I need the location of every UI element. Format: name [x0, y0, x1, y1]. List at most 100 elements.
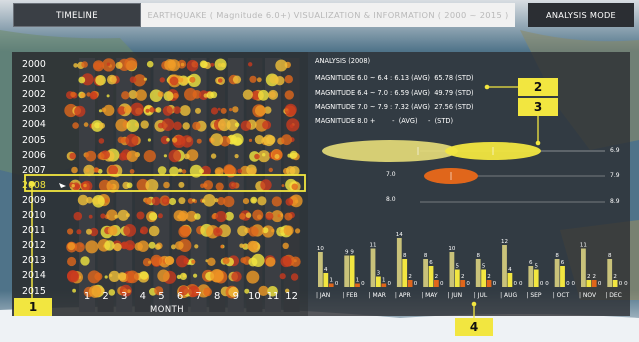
earthquake-bubble[interactable] — [161, 118, 175, 131]
earthquake-bubble[interactable] — [246, 270, 260, 284]
earthquake-bubble[interactable] — [99, 122, 105, 129]
year-label-2002[interactable]: 2002 — [22, 89, 46, 101]
earthquake-bubble[interactable] — [239, 243, 244, 248]
earthquake-bubble[interactable] — [77, 194, 89, 206]
bar-oct-0[interactable] — [554, 259, 560, 287]
earthquake-bubble[interactable] — [106, 94, 110, 98]
month-label-6[interactable]: 6 — [176, 291, 184, 302]
bar-apr-1[interactable] — [402, 259, 408, 287]
bar-nov-0[interactable] — [581, 248, 586, 288]
earthquake-bubble[interactable] — [290, 273, 299, 281]
bar-feb-2[interactable] — [355, 283, 360, 288]
earthquake-bubble[interactable] — [277, 214, 281, 218]
bar-jan-2[interactable] — [328, 283, 334, 288]
earthquake-bubble[interactable] — [80, 256, 90, 266]
earthquake-bubble[interactable] — [237, 225, 248, 237]
earthquake-bubble[interactable] — [229, 108, 233, 112]
earthquake-bubble[interactable] — [173, 121, 182, 131]
earthquake-bubble[interactable] — [129, 169, 135, 174]
earthquake-bubble[interactable] — [155, 107, 162, 113]
month-label-9[interactable]: 9 — [232, 291, 239, 302]
earthquake-bubble[interactable] — [268, 167, 273, 173]
earthquake-bubble[interactable] — [89, 91, 98, 100]
earthquake-bubble[interactable] — [192, 198, 196, 202]
bar-sep-1[interactable] — [533, 269, 539, 288]
earthquake-bubble[interactable] — [210, 269, 224, 283]
earthquake-bubble[interactable] — [215, 211, 227, 223]
earthquake-bubble[interactable] — [200, 183, 205, 189]
year-label-2013[interactable]: 2013 — [22, 255, 46, 267]
earthquake-bubble[interactable] — [203, 180, 214, 190]
earthquake-bubble[interactable] — [125, 133, 139, 147]
earthquake-bubble[interactable] — [128, 90, 138, 99]
earthquake-bubble[interactable] — [192, 121, 201, 131]
earthquake-bubble[interactable] — [188, 285, 200, 298]
earthquake-bubble[interactable] — [282, 242, 289, 249]
earthquake-bubble[interactable] — [73, 211, 83, 221]
earthquake-bubble[interactable] — [186, 210, 197, 222]
earthquake-bubble[interactable] — [106, 209, 118, 221]
earthquake-bubble[interactable] — [125, 270, 139, 284]
earthquake-bubble[interactable] — [104, 240, 115, 251]
year-label-2003[interactable]: 2003 — [22, 104, 46, 116]
earthquake-bubble[interactable] — [86, 228, 92, 235]
bar-jun-1[interactable] — [454, 269, 460, 288]
earthquake-bubble[interactable] — [228, 286, 239, 298]
earthquake-bubble[interactable] — [210, 133, 224, 147]
earthquake-bubble[interactable] — [234, 122, 240, 127]
earthquake-bubble[interactable] — [183, 257, 190, 264]
earthquake-bubble[interactable] — [81, 73, 94, 86]
earthquake-bubble[interactable] — [154, 243, 161, 250]
bar-feb-1[interactable] — [349, 255, 355, 288]
earthquake-bubble[interactable] — [150, 254, 163, 267]
earthquake-bubble[interactable] — [133, 74, 146, 87]
earthquake-bubble[interactable] — [245, 212, 252, 218]
earthquake-bubble[interactable] — [196, 138, 202, 144]
earthquake-bubble[interactable] — [294, 199, 299, 204]
earthquake-bubble[interactable] — [72, 122, 79, 129]
month-label-1[interactable]: 1 — [83, 291, 91, 302]
year-label-2014[interactable]: 2014 — [22, 270, 46, 282]
earthquake-bubble[interactable] — [191, 259, 196, 264]
bar-jul-0[interactable] — [475, 259, 481, 287]
year-label-2006[interactable]: 2006 — [22, 149, 46, 161]
earthquake-bubble[interactable] — [104, 198, 109, 203]
earthquake-bubble[interactable] — [157, 269, 170, 282]
month-label-3[interactable]: 3 — [121, 291, 128, 302]
earthquake-bubble[interactable] — [81, 61, 88, 68]
earthquake-bubble[interactable] — [163, 181, 170, 189]
earthquake-bubble[interactable] — [169, 166, 179, 177]
earthquake-bubble[interactable] — [103, 104, 115, 116]
earthquake-bubble[interactable] — [108, 165, 119, 176]
month-label-7[interactable]: 7 — [195, 291, 202, 302]
month-label-5[interactable]: 5 — [158, 291, 165, 302]
earthquake-bubble[interactable] — [108, 270, 120, 282]
earthquake-bubble[interactable] — [210, 107, 219, 115]
earthquake-bubble[interactable] — [274, 154, 280, 159]
earthquake-bubble[interactable] — [224, 211, 234, 221]
earthquake-bubble[interactable] — [173, 93, 179, 99]
earthquake-bubble[interactable] — [214, 167, 224, 177]
timeline-tab[interactable]: TIMELINE — [13, 3, 141, 27]
earthquake-bubble[interactable] — [177, 77, 184, 83]
earthquake-bubble[interactable] — [157, 166, 167, 175]
earthquake-bubble[interactable] — [285, 288, 290, 293]
bar-jan-0[interactable] — [318, 252, 323, 287]
earthquake-bubble[interactable] — [186, 149, 199, 162]
earthquake-bubble[interactable] — [254, 153, 260, 160]
earthquake-bubble[interactable] — [289, 166, 300, 176]
year-label-2001[interactable]: 2001 — [22, 74, 46, 86]
year-label-2000[interactable]: 2000 — [22, 59, 46, 70]
earthquake-bubble[interactable] — [83, 164, 95, 177]
earthquake-bubble[interactable] — [117, 272, 127, 281]
earthquake-bubble[interactable] — [175, 241, 184, 250]
earthquake-bubble[interactable] — [275, 76, 285, 86]
earthquake-bubble[interactable] — [281, 134, 292, 146]
earthquake-bubble[interactable] — [168, 59, 180, 72]
earthquake-bubble[interactable] — [266, 135, 276, 145]
year-label-2005[interactable]: 2005 — [22, 134, 46, 146]
earthquake-bubble[interactable] — [98, 109, 103, 113]
earthquake-bubble[interactable] — [284, 75, 293, 84]
bar-jul-2[interactable] — [486, 280, 492, 287]
earthquake-bubble[interactable] — [217, 78, 223, 83]
